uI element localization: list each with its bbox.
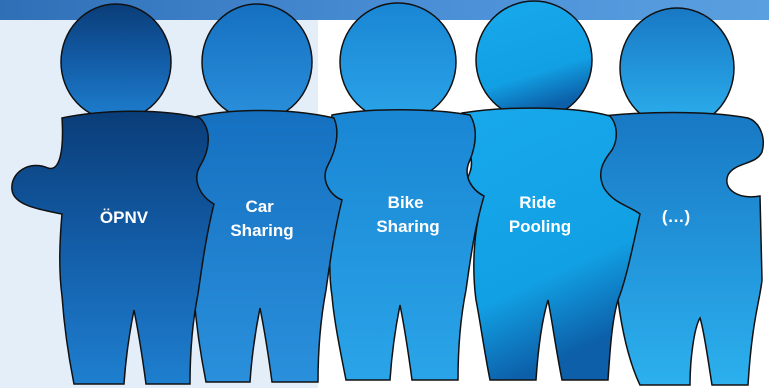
head: [340, 3, 456, 121]
piece-more: [597, 8, 763, 385]
label-oepnv: ÖPNV: [100, 208, 149, 227]
body: [315, 110, 484, 380]
piece-oepnv: [12, 4, 214, 384]
body: [12, 111, 214, 384]
piece-bike-sharing: [315, 3, 484, 380]
head: [476, 1, 592, 119]
head: [202, 4, 312, 120]
piece-car-sharing: [179, 4, 342, 382]
label-more: (…): [662, 207, 690, 226]
head: [620, 8, 734, 128]
head: [61, 4, 171, 120]
body: [462, 108, 640, 380]
